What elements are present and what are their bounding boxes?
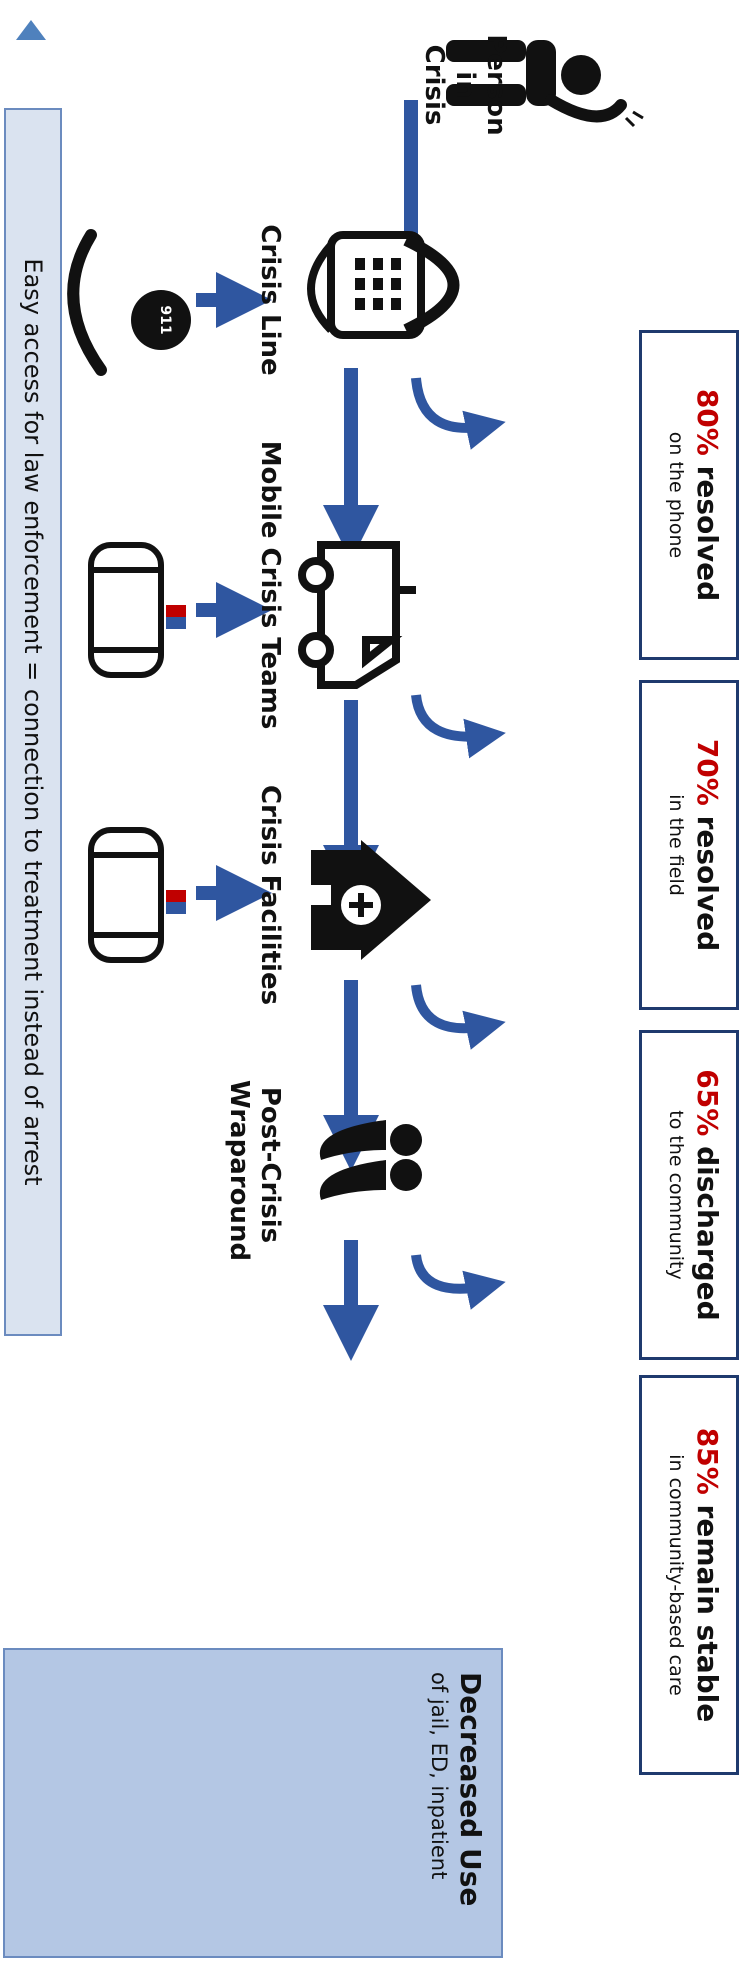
stage-person-line1: Person xyxy=(481,34,511,136)
stage-person-line2: in Crisis xyxy=(419,44,480,126)
stat-box-3: 65% discharged to the community xyxy=(639,1030,739,1360)
stage-crisis-line-label: Crisis Line xyxy=(255,224,285,376)
stat-1-label: resolved xyxy=(691,465,724,602)
stat-4-label: remain stable xyxy=(691,1504,724,1723)
stage-post-line1: Post-Crisis xyxy=(255,1086,285,1244)
stat-2-sub: in the field xyxy=(665,794,687,896)
stat-1-pct: 80% xyxy=(691,388,724,456)
police-car-icon-2 xyxy=(88,827,186,963)
handset-911-icon xyxy=(67,229,191,376)
decreased-use-subtitle: of jail, ED, inpatient xyxy=(427,1672,451,1880)
stat-3-pct: 65% xyxy=(691,1069,724,1137)
stage-post-line2: Wraparound xyxy=(224,1080,254,1262)
curve-arrow-1 xyxy=(411,377,506,450)
stat-2-label: resolved xyxy=(691,815,724,952)
stat-4-pct: 85% xyxy=(691,1427,724,1495)
stage-facilities-label: Crisis Facilities xyxy=(255,784,285,1006)
curve-arrow-2 xyxy=(411,694,506,759)
stat-curve-arrows xyxy=(411,377,506,1310)
stat-3-label: discharged xyxy=(691,1146,724,1321)
decreased-use-title: Decreased Use xyxy=(454,1672,487,1907)
law-enforcement-note: Easy access for law enforcement = connec… xyxy=(4,108,62,1336)
stage-post-crisis: Post-Crisis Wraparound xyxy=(223,1080,285,1262)
post-crisis-people-icon xyxy=(319,1120,422,1200)
stat-box-2: 70% resolved in the field xyxy=(639,680,739,1010)
stat-1-sub: on the phone xyxy=(665,431,687,559)
crisis-facility-icon xyxy=(311,840,431,960)
bubble-911-text: 911 xyxy=(157,305,173,335)
law-note-text: Easy access for law enforcement = connec… xyxy=(19,258,47,1186)
person-in-crisis-icon xyxy=(446,40,644,128)
bubble-911-label: 911 xyxy=(157,300,173,340)
phone-icon xyxy=(307,231,460,339)
curve-arrow-3 xyxy=(411,984,506,1050)
stat-2-pct: 70% xyxy=(691,738,724,806)
stat-4-sub: in community-based care xyxy=(665,1454,687,1696)
stage-mobile-label: Mobile Crisis Teams xyxy=(255,440,285,730)
law-arrows xyxy=(196,272,272,921)
stat-box-4: 85% remain stable in community-based car… xyxy=(639,1375,739,1775)
left-edge-arrow xyxy=(16,20,46,40)
stat-3-sub: to the community xyxy=(665,1110,687,1280)
police-car-icon-1 xyxy=(88,542,186,678)
curve-arrow-4 xyxy=(411,1254,506,1310)
stat-box-1: 80% resolved on the phone xyxy=(639,330,739,660)
stage-crisis-facilities: Crisis Facilities xyxy=(254,780,285,1010)
stage-mobile-crisis-teams: Mobile Crisis Teams xyxy=(254,440,285,730)
stage-crisis-line: Crisis Line xyxy=(254,220,285,380)
crisis-van-icon xyxy=(298,541,416,689)
stage-person-in-crisis: Person in Crisis xyxy=(418,30,511,140)
